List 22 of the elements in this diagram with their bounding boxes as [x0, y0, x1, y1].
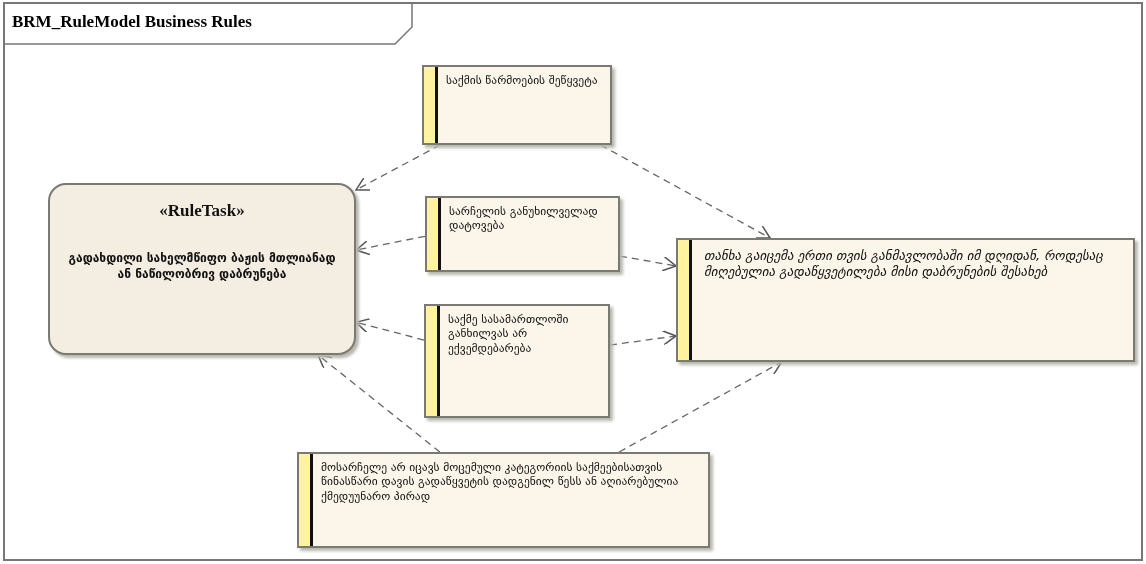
dashed-arrow [355, 144, 441, 191]
dashed-arrow [618, 361, 783, 453]
note-text: თანხა გაიცემა ერთი თვის განმავლობაში იმ დღიდან, როდესაც მიღებულია გადაწყვეტილება მისი დაბრუნების შესახებ [704, 248, 1104, 281]
note-text: საქმის წარმოების შეწყვეტა [446, 73, 599, 88]
dashed-arrow [609, 330, 677, 346]
rule-task-box [48, 183, 356, 355]
rule-note [676, 238, 1135, 362]
rule-note [425, 196, 620, 272]
note-text: საქმე სასამართლოში განხილვას არ ექვემდებარება [448, 312, 570, 356]
dashed-arrow [619, 255, 677, 272]
diagram-title: BRM_RuleModel Business Rules [12, 12, 252, 32]
stereotype-label: «RuleTask» [158, 201, 246, 221]
dashed-arrow [599, 144, 771, 239]
note-text: მოსარჩელე არ იცავს მოცემული კატეგორიის საქმეებისათვის წინასწარი დავის გადაწყვეტის დადგენილ წესს ან აღიარებულია ქმედუუნარო პირად [321, 460, 680, 504]
task-text: გადახდილი სახელმწიფო ბაჟის მთლიანად ან ნაწილობრივ დაბრუნება [67, 251, 337, 283]
note-text: სარჩელის განუხილველად დატოვება [449, 204, 599, 233]
dashed-arrow [317, 354, 441, 453]
rule-note [424, 304, 610, 418]
dashed-arrow [355, 235, 426, 256]
dashed-arrow [355, 318, 425, 341]
rule-note [422, 65, 612, 145]
rule-note [297, 452, 710, 548]
